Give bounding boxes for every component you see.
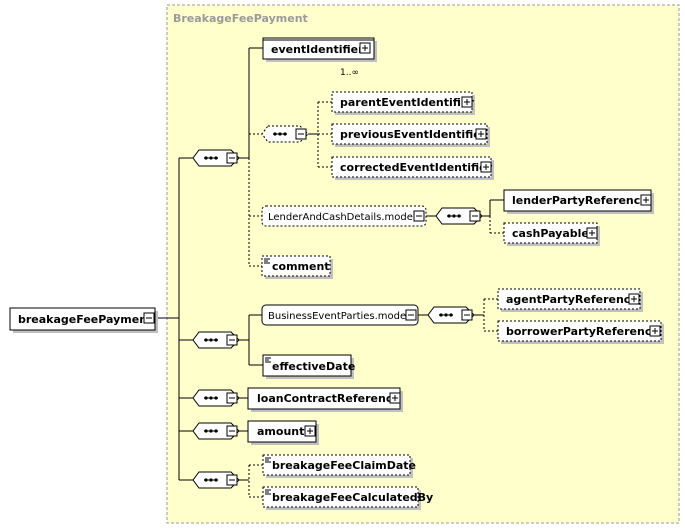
element-borrower-party-reference[interactable]: borrowerPartyReference: [497, 320, 664, 344]
element-label: borrowerPartyReference: [506, 325, 659, 338]
element-lender-party-reference[interactable]: lenderPartyReference: [503, 189, 654, 214]
element-label: agentPartyReference: [506, 293, 638, 306]
sequence-icon: [272, 131, 288, 137]
collapse-icon[interactable]: [226, 392, 238, 404]
element-agent-party-reference[interactable]: agentPartyReference: [497, 288, 643, 312]
expand-icon[interactable]: [586, 227, 598, 239]
simple-type-icon: [265, 457, 271, 463]
collapse-icon[interactable]: [413, 210, 425, 222]
element-label: breakageFeeClaimDate: [272, 459, 416, 472]
group-label: LenderAndCashDetails.model: [268, 212, 416, 223]
collapse-icon[interactable]: [143, 312, 155, 324]
element-label: parentEventIdentifier: [340, 96, 474, 109]
collapse-icon[interactable]: [226, 474, 238, 486]
element-breakage-fee-claim-date[interactable]: breakageFeeClaimDate: [262, 454, 416, 478]
occurrence-label: 1..∞: [340, 68, 359, 78]
sequence-compositor-2[interactable]: [192, 331, 240, 349]
element-label: eventIdentifier: [271, 43, 364, 56]
expand-icon[interactable]: [649, 325, 661, 337]
sequence-compositor-5[interactable]: [192, 471, 240, 489]
expand-icon[interactable]: [304, 425, 316, 437]
sequence-icon: [203, 337, 219, 343]
collapse-icon[interactable]: [226, 425, 238, 437]
simple-type-icon: [265, 357, 271, 363]
collapse-icon[interactable]: [226, 334, 238, 346]
sequence-compositor-1[interactable]: [192, 149, 240, 167]
element-event-identifier[interactable]: eventIdentifier 1..∞: [262, 37, 377, 78]
sequence-icon: [446, 213, 462, 219]
element-label: loanContractReference: [257, 392, 400, 405]
element-effective-date[interactable]: effectiveDate: [262, 354, 355, 379]
element-label: lenderPartyReference: [512, 194, 648, 207]
root-label: breakageFeePayment: [18, 313, 152, 326]
group-label: BusinessEventParties.model: [268, 311, 409, 322]
expand-icon[interactable]: [640, 194, 652, 206]
expand-icon[interactable]: [628, 293, 640, 305]
sequence-compositor-4[interactable]: [192, 422, 240, 440]
simple-type-icon: [264, 258, 270, 264]
element-breakage-fee-calculated-by[interactable]: breakageFeeCalculatedBy: [262, 486, 433, 510]
element-label: cashPayable: [512, 227, 589, 240]
element-label: previousEventIdentifier: [340, 128, 487, 141]
element-label: comment: [272, 260, 330, 273]
root-element-breakage-fee-payment[interactable]: breakageFeePayment: [9, 307, 158, 333]
expand-icon[interactable]: [475, 128, 487, 140]
element-previous-event-identifier[interactable]: previousEventIdentifier: [331, 123, 490, 147]
element-label: effectiveDate: [272, 360, 355, 373]
element-cash-payable[interactable]: cashPayable: [503, 222, 600, 246]
element-label: amount: [257, 425, 304, 438]
element-amount[interactable]: amount: [247, 420, 319, 445]
sequence-icon: [203, 477, 219, 483]
collapse-icon[interactable]: [469, 210, 481, 222]
sequence-compositor-optional[interactable]: [261, 125, 309, 143]
expand-icon[interactable]: [359, 42, 371, 54]
element-loan-contract-reference[interactable]: loanContractReference: [247, 387, 403, 412]
collapse-icon[interactable]: [295, 128, 307, 140]
expand-icon[interactable]: [389, 392, 401, 404]
sequence-icon: [203, 428, 219, 434]
sequence-icon: [203, 155, 219, 161]
sequence-icon: [438, 312, 454, 318]
collapse-icon[interactable]: [405, 309, 417, 321]
expand-icon[interactable]: [461, 96, 473, 108]
group-lender-and-cash-details-model[interactable]: LenderAndCashDetails.model: [261, 205, 427, 227]
group-business-event-parties-model[interactable]: BusinessEventParties.model: [261, 304, 419, 326]
breakage-fee-payment-group: BreakageFeePayment: [166, 4, 680, 524]
sequence-compositor-lender[interactable]: [435, 207, 483, 225]
collapse-icon[interactable]: [226, 152, 238, 164]
element-label: breakageFeeCalculatedBy: [272, 491, 433, 504]
element-comment[interactable]: comment: [261, 255, 333, 279]
sequence-icon: [203, 395, 219, 401]
simple-type-icon: [265, 489, 271, 495]
collapse-icon[interactable]: [461, 309, 473, 321]
sequence-compositor-business-parties[interactable]: [427, 306, 475, 324]
group-title: BreakageFeePayment: [173, 12, 308, 25]
sequence-compositor-3[interactable]: [192, 389, 240, 407]
connector-lines: [158, 47, 504, 498]
expand-icon[interactable]: [480, 161, 492, 173]
element-corrected-event-identifier[interactable]: correctedEventIdentifier: [331, 156, 494, 180]
element-label: correctedEventIdentifier: [340, 161, 493, 174]
element-parent-event-identifier[interactable]: parentEventIdentifier: [331, 91, 475, 115]
